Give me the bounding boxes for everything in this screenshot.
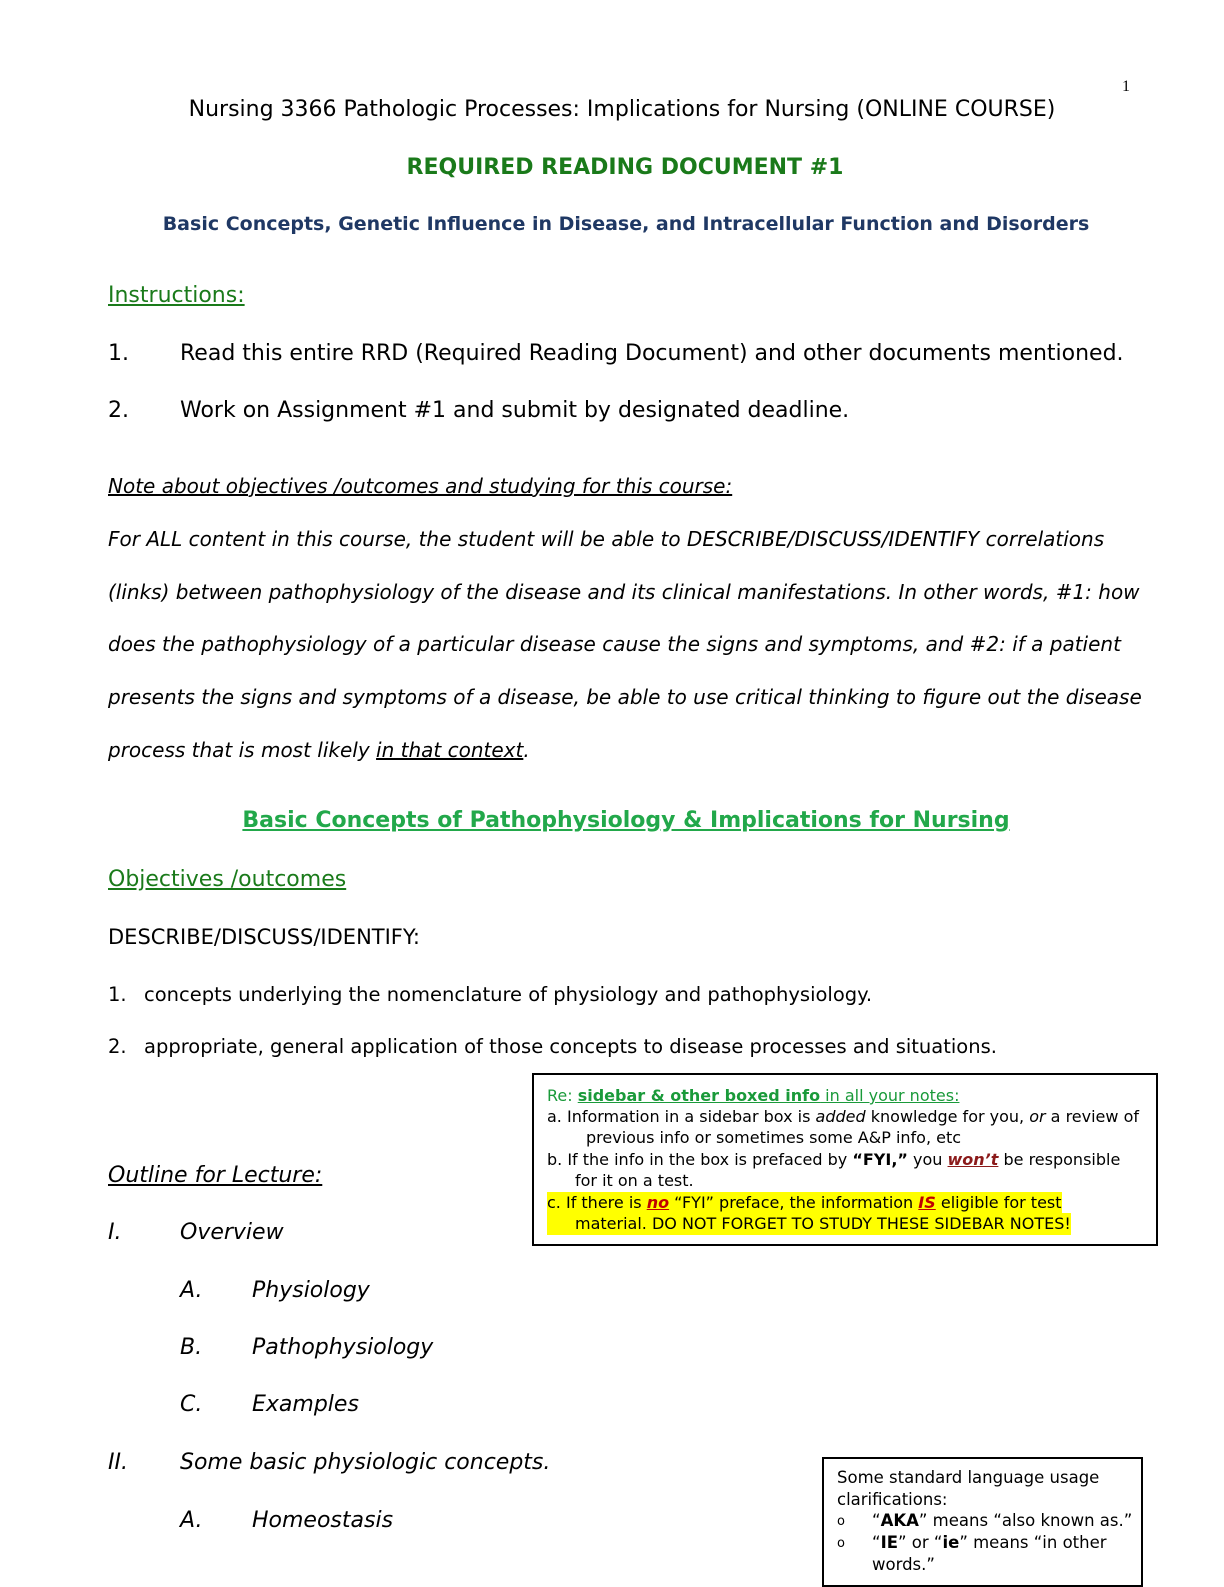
objectives-heading: Objectives /outcomes xyxy=(108,867,347,892)
note-line: does the pathophysiology of a particular… xyxy=(108,632,1121,656)
instruction-text: Work on Assignment #1 and submit by desi… xyxy=(180,398,850,423)
box-item-a: a. Information in a sidebar box is added… xyxy=(547,1107,1139,1126)
outline-heading: Outline for Lecture: xyxy=(108,1163,323,1188)
note-text: . xyxy=(523,738,530,762)
note-line: presents the signs and symptoms of a dis… xyxy=(108,685,1142,709)
instructions-heading: Instructions: xyxy=(108,283,245,308)
outline-item: Examples xyxy=(252,1392,359,1417)
document-subtitle: Basic Concepts, Genetic Influence in Dis… xyxy=(162,213,1090,235)
note-line-last: process that is most likely in that cont… xyxy=(108,738,530,762)
note-underlined-text: in that context xyxy=(376,738,524,762)
note-line: (links) between pathophysiology of the d… xyxy=(108,580,1140,604)
outline-item: Homeostasis xyxy=(252,1508,394,1533)
outline-item: Some basic physiologic concepts. xyxy=(180,1450,551,1475)
sidebar-note-box: Re: sidebar & other boxed info in all yo… xyxy=(532,1073,1158,1246)
instruction-number: 2. xyxy=(108,398,129,423)
outline-item: Physiology xyxy=(252,1278,370,1303)
outline-numeral: A. xyxy=(180,1278,203,1303)
page-number: 1 xyxy=(1122,78,1130,95)
objective-number: 1. xyxy=(108,983,127,1006)
instruction-number: 1. xyxy=(108,341,129,366)
outline-numeral: II. xyxy=(108,1450,128,1475)
objective-text: concepts underlying the nomenclature of … xyxy=(144,983,873,1006)
outline-numeral: I. xyxy=(108,1220,122,1245)
note-heading: Note about objectives /outcomes and stud… xyxy=(108,474,733,498)
ie-definition-cont: words.” xyxy=(872,1555,935,1574)
instruction-text: Read this entire RRD (Required Reading D… xyxy=(180,341,1124,366)
box-text: Some standard language usage xyxy=(837,1468,1100,1487)
box-item-c-cont: material. DO NOT FORGET TO STUDY THESE S… xyxy=(547,1213,1071,1235)
outline-item: Pathophysiology xyxy=(252,1335,434,1360)
aka-definition: “AKA” means “also known as.” xyxy=(872,1511,1133,1530)
note-text: process that is most likely xyxy=(108,738,377,762)
ie-definition: “IE” or “ie” means “in other xyxy=(872,1533,1107,1552)
bullet-icon: o xyxy=(837,1514,845,1529)
objective-number: 2. xyxy=(108,1035,127,1058)
describe-label: DESCRIBE/DISCUSS/IDENTIFY: xyxy=(108,925,420,949)
box-item-b-cont: for it on a test. xyxy=(575,1171,694,1190)
document-title: REQUIRED READING DOCUMENT #1 xyxy=(406,155,844,180)
section-heading: Basic Concepts of Pathophysiology & Impl… xyxy=(242,808,1010,833)
note-line: For ALL content in this course, the stud… xyxy=(108,527,1105,551)
outline-numeral: A. xyxy=(180,1508,203,1533)
course-title: Nursing 3366 Pathologic Processes: Impli… xyxy=(188,97,1056,122)
outline-numeral: B. xyxy=(180,1335,203,1360)
box-item-b: b. If the info in the box is prefaced by… xyxy=(547,1150,1121,1169)
box-item-a-cont: previous info or sometimes some A&P info… xyxy=(586,1128,962,1147)
outline-numeral: C. xyxy=(180,1392,203,1417)
objective-text: appropriate, general application of thos… xyxy=(144,1035,997,1058)
outline-item: Overview xyxy=(180,1220,284,1245)
language-clarification-box: Some standard language usage clarificati… xyxy=(822,1457,1143,1587)
box-text: clarifications: xyxy=(837,1490,948,1509)
box-heading: Re: sidebar & other boxed info in all yo… xyxy=(547,1086,960,1105)
bullet-icon: o xyxy=(837,1536,845,1551)
box-item-c: c. If there is no “FYI” preface, the inf… xyxy=(547,1192,1062,1214)
